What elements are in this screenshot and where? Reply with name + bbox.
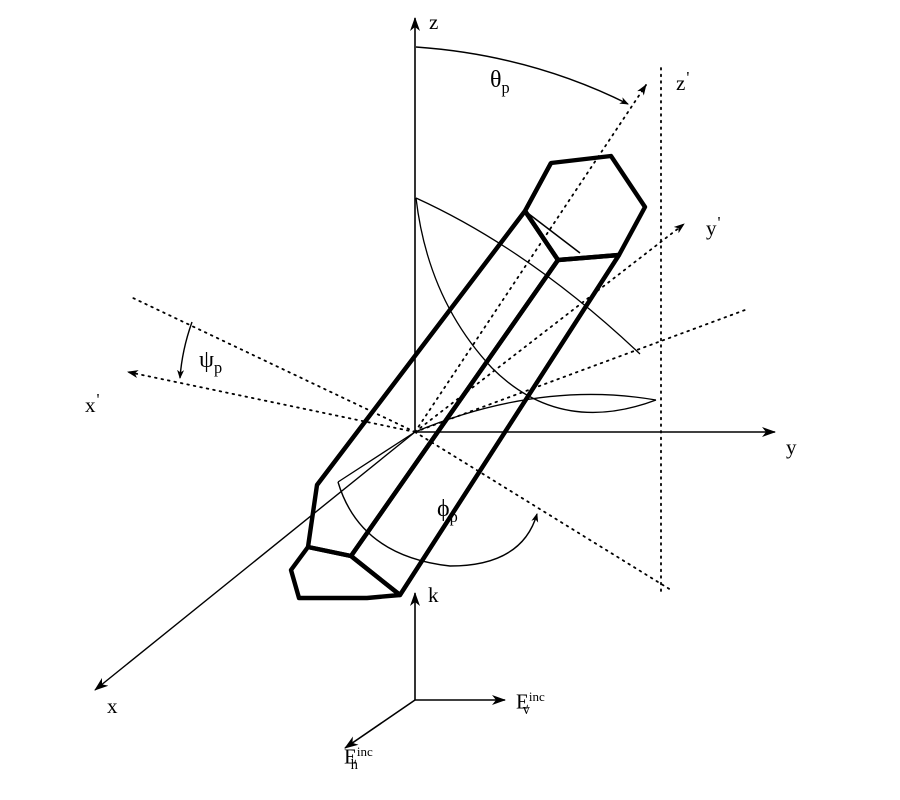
axis-label-z: z <box>429 10 439 34</box>
prime-mark-y: ' <box>717 213 721 232</box>
axis-y-prime <box>414 223 685 433</box>
axis-label-y: y <box>786 435 797 459</box>
axis-x-prime <box>127 370 416 433</box>
axis-x <box>94 431 416 691</box>
angle-label-theta-p: θp <box>490 67 510 98</box>
angle-label-phi-p: ϕp <box>437 496 458 527</box>
arc-theta-p <box>415 46 629 105</box>
dotted-ray-lower-right <box>414 431 672 591</box>
prime-mark-x: ' <box>96 390 100 409</box>
axis-label-y-prime: y' <box>706 213 721 241</box>
arc-psi-p <box>177 321 193 379</box>
arc-phi-p <box>337 481 539 567</box>
triad-label-k: k <box>428 583 439 607</box>
prime-mark-z: ' <box>686 68 690 87</box>
dotted-ray-lower-left <box>132 297 416 433</box>
phi-p-wedge-leg <box>337 431 416 483</box>
triad-eh-arrow <box>344 699 416 749</box>
axis-label-z-prime: z' <box>676 68 690 96</box>
triad-label-e-h-inc: Einch <box>344 744 373 773</box>
incident-wave-triad <box>344 592 506 749</box>
hexagonal-prism-crystal <box>288 153 648 601</box>
angle-label-psi-p: ψp <box>199 347 223 378</box>
dotted-ray-right <box>414 309 746 433</box>
axis-label-x-prime: x' <box>85 390 100 418</box>
triad-label-e-v-inc: Eincv <box>516 689 545 718</box>
axis-label-x: x <box>107 694 118 718</box>
axis-z-prime <box>414 84 647 433</box>
cone-sweep-curves <box>414 197 657 433</box>
